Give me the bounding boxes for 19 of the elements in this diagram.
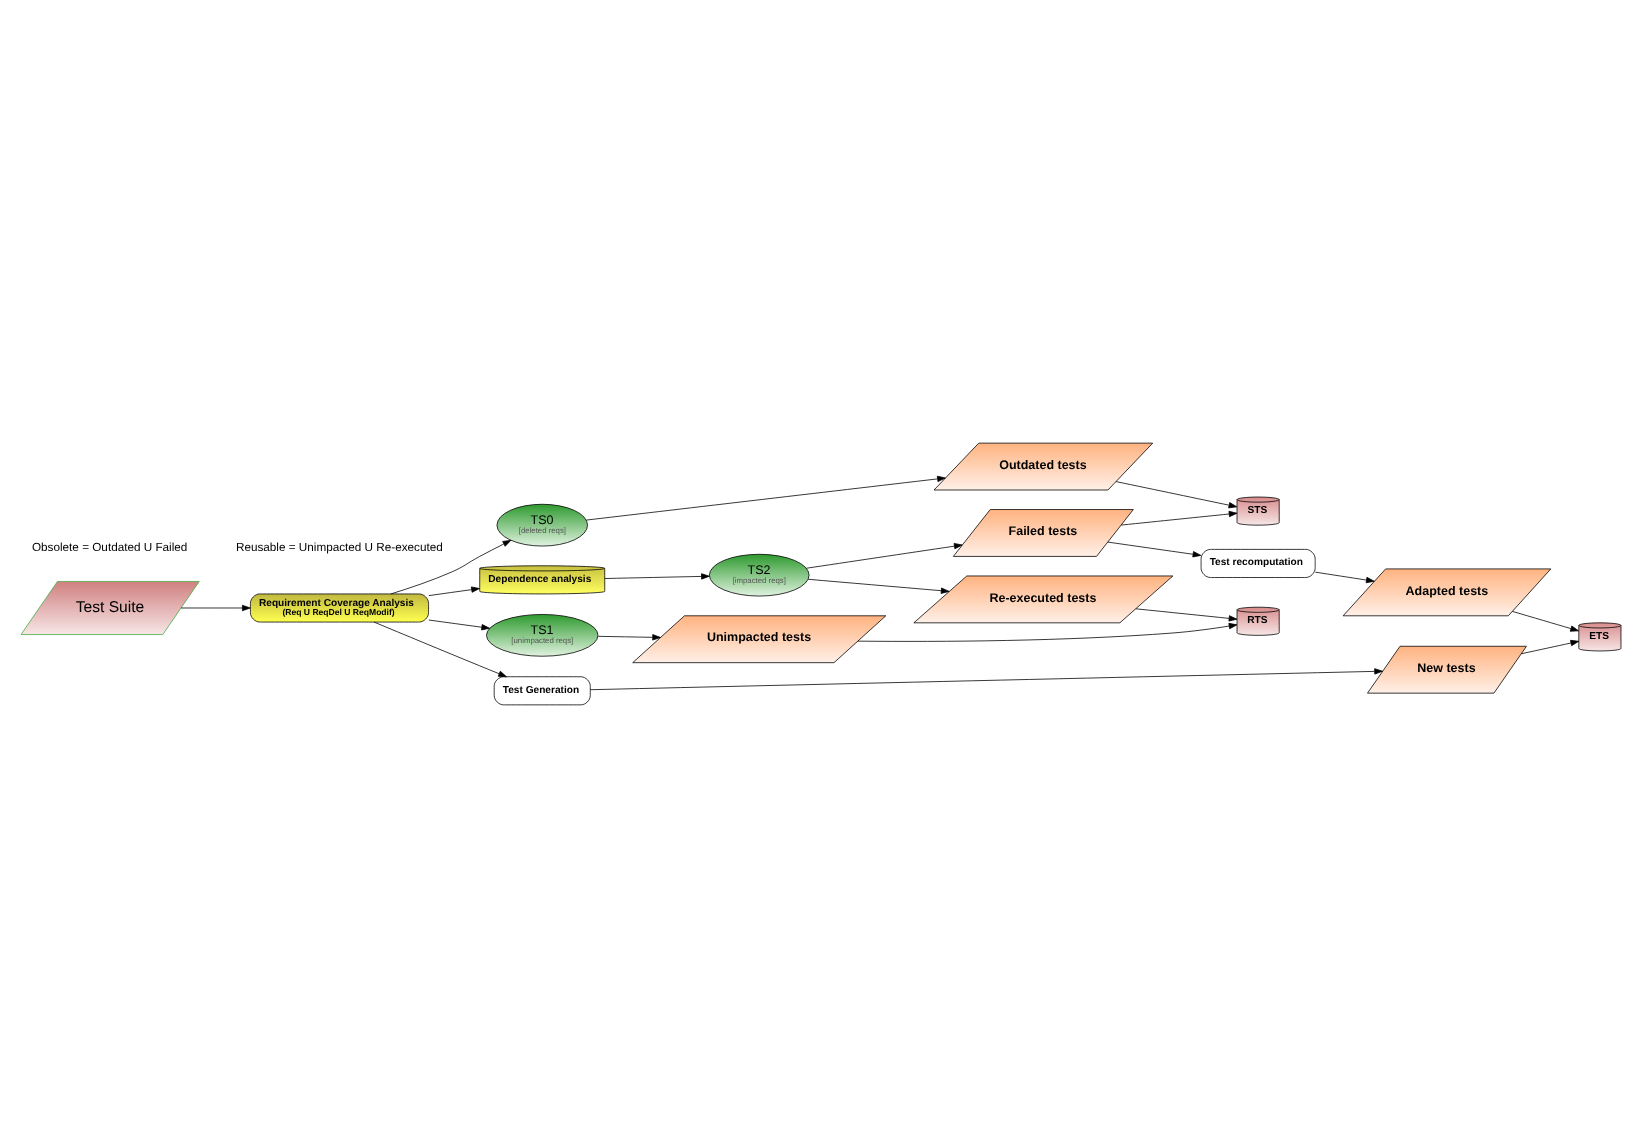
arrow [428,586,480,596]
arrow [1521,639,1580,655]
arrow [1314,571,1375,584]
arrow [1115,481,1238,509]
arrow [373,621,507,678]
arrow [807,578,950,594]
arrow [597,634,661,641]
arrow [390,539,512,595]
arrow [180,604,251,612]
arrow [428,619,490,631]
arrow [589,668,1383,691]
arrow [604,573,710,580]
arrow [806,543,963,569]
arrow [857,622,1238,642]
arrow [1121,510,1238,526]
arrow [1107,541,1202,558]
arrow [1512,611,1579,632]
arrow [1135,608,1238,622]
arrow [585,475,946,521]
